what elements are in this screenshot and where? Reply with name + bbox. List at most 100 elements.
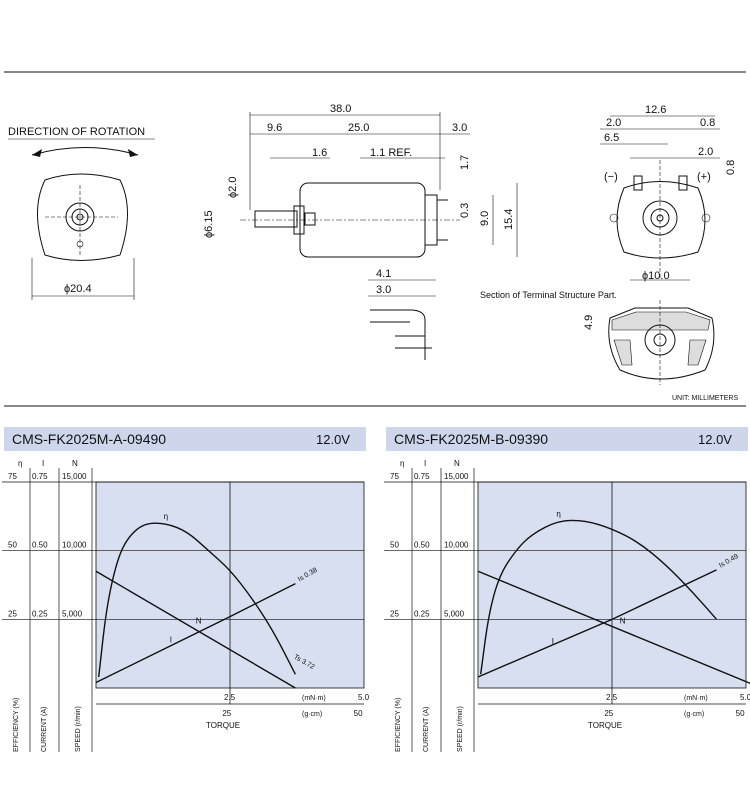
dim-1-6: 1.6 [312, 147, 327, 159]
chart-b-title: CMS-FK2025M-B-09390 [394, 431, 548, 447]
chart-a-spd-tick-1: 10,000 [62, 541, 87, 550]
chart-a-xtick-g-1: 50 [354, 709, 363, 718]
chart-a-spd-tick-2: 5,000 [62, 609, 83, 618]
chart-b-series-efficiency [479, 519, 718, 675]
chart-a-ylabel-0: EFFICIENCY (%) [13, 698, 20, 752]
chart-b-eta-label: η [556, 509, 560, 518]
chart-a-ylabel-2: SPEED (r/min) [75, 706, 82, 752]
dim-38-0: 38.0 [330, 103, 351, 115]
dim-9-6: 9.6 [267, 122, 282, 134]
chart-b-series-current [477, 569, 717, 678]
rotation-arrow [31, 147, 139, 156]
shaft [254, 210, 298, 228]
front-view: DIRECTION OF ROTATION ϕ20.4 [8, 126, 155, 300]
terminal-minus: (−) [604, 171, 618, 183]
chart-a-cur-tick-1: 0.50 [32, 541, 48, 550]
section-view: Section of Terminal Structure Part. 4.9 … [480, 290, 738, 402]
motor-end-outline [37, 173, 128, 261]
chart-a-spd-tick-0: 15,000 [62, 472, 87, 481]
chart-a-eta-label: η [164, 512, 168, 521]
section-outline [608, 307, 715, 380]
terminal-right [678, 175, 688, 191]
dim-0-8-b: 0.8 [725, 160, 737, 175]
chart-a-eff-tick-0: 75 [8, 472, 17, 481]
chart-b-xunit-g: (g·cm) [684, 711, 704, 718]
chart-b-spd-tick-0: 15,000 [444, 472, 469, 481]
dim-25-0: 25.0 [348, 122, 369, 134]
dim-phi2-0: ϕ2.0 [227, 177, 239, 198]
chart-b-i-label: I [552, 637, 554, 646]
chart-a-yhead-0: η [18, 459, 22, 468]
chart-b-spd-tick-2: 5,000 [444, 609, 465, 618]
chart-b-cur-tick-1: 0.50 [414, 541, 430, 550]
rotation-label: DIRECTION OF ROTATION [8, 126, 145, 138]
dim-12-6: 12.6 [645, 104, 666, 116]
dim-3-0-bottom: 3.0 [376, 284, 391, 296]
chart-b-yhead-1: I [424, 459, 426, 468]
dim-0-8-a: 0.8 [700, 117, 715, 129]
dim-1-1-ref: 1.1 REF. [370, 147, 412, 159]
dim-20-4: ϕ20.4 [64, 283, 92, 295]
terminal-detail: 4.1 3.0 [368, 268, 436, 360]
dim-0-3: 0.3 [459, 203, 471, 218]
chart-b-ylabel-2: SPEED (r/min) [457, 706, 464, 752]
dim-phi6-15: ϕ6.15 [203, 210, 215, 238]
chart-a-xtick-mn-1: 5.0 [358, 693, 370, 702]
chart-b-ylabel-1: CURRENT (A) [423, 707, 430, 752]
chart-a-cur-tick-0: 0.75 [32, 472, 48, 481]
terminal-plus: (+) [697, 171, 711, 183]
chart-a-i-label: I [170, 636, 172, 645]
chart-a-n-label: N [196, 617, 202, 626]
unit-label: UNIT: MILLIMETERS [672, 395, 738, 402]
chart-a-title: CMS-FK2025M-A-09490 [12, 431, 166, 447]
chart-b-series-speed [477, 570, 750, 685]
chart-a-header-band [4, 427, 366, 451]
chart-b-yhead-0: η [400, 459, 404, 468]
side-view: 38.0 9.6 25.0 3.0 1.6 1.1 REF. 1.7 ϕ2.0 … [203, 103, 518, 258]
chart-b-header-band [386, 427, 748, 451]
chart-a-eff-tick-2: 25 [8, 609, 17, 618]
section-label: Section of Terminal Structure Part. [480, 290, 617, 300]
chart-a-cur-tick-2: 0.25 [32, 609, 48, 618]
dim-1-7: 1.7 [459, 155, 471, 170]
rear-view: 12.6 2.0 0.8 6.5 2.0 0.8 (−) (+) ϕ10.0 [600, 104, 737, 282]
chart-a-series-efficiency [97, 522, 297, 678]
chart-a-eff-tick-1: 50 [8, 541, 17, 550]
chart-b-yhead-2: N [454, 459, 460, 468]
dim-6-5: 6.5 [604, 132, 619, 144]
chart-a-xunit-mn: (mN·m) [302, 695, 326, 702]
chart-b-xlabel: TORQUE [588, 721, 622, 730]
dim-2-0-b: 2.0 [698, 146, 713, 158]
chart-b-cur-tick-0: 0.75 [414, 472, 430, 481]
chart-b-voltage: 12.0V [698, 432, 732, 447]
chart-b-xtick-g-0: 25 [604, 709, 613, 718]
rear-outline [616, 181, 706, 259]
chart-a-xunit-g: (g·cm) [302, 711, 322, 718]
mark-circle [76, 240, 84, 248]
chart-b-spd-tick-1: 10,000 [444, 541, 469, 550]
dim-15-4: 15.4 [503, 209, 515, 230]
dim-4-9: 4.9 [583, 315, 595, 330]
chart-b-eff-tick-0: 75 [390, 472, 399, 481]
arrow-head-right [128, 149, 138, 157]
chart-b-cur-tick-2: 0.25 [414, 609, 430, 618]
chart-b-xunit-mn: (mN·m) [684, 695, 708, 702]
chart-a-series-speed [95, 570, 296, 689]
dim-9-0: 9.0 [479, 211, 491, 226]
chart-a-series-current [95, 583, 296, 684]
dim-3-0-top: 3.0 [452, 122, 467, 134]
chart-b-eff-tick-2: 25 [390, 609, 399, 618]
chart-b-n-label: N [620, 617, 626, 626]
chart-b-xtick-mn-0: 2.5 [606, 693, 618, 702]
dim-2-0-a: 2.0 [606, 117, 621, 129]
chart-a-voltage: 12.0V [316, 432, 350, 447]
chart-a-yhead-2: N [72, 459, 78, 468]
chart-b-ylabel-0: EFFICIENCY (%) [395, 698, 402, 752]
chart-a-xlabel: TORQUE [206, 721, 240, 730]
chart-a-ylabel-1: CURRENT (A) [41, 707, 48, 752]
chart-b-eff-tick-1: 50 [390, 541, 399, 550]
dim-phi10-0: ϕ10.0 [642, 270, 670, 282]
